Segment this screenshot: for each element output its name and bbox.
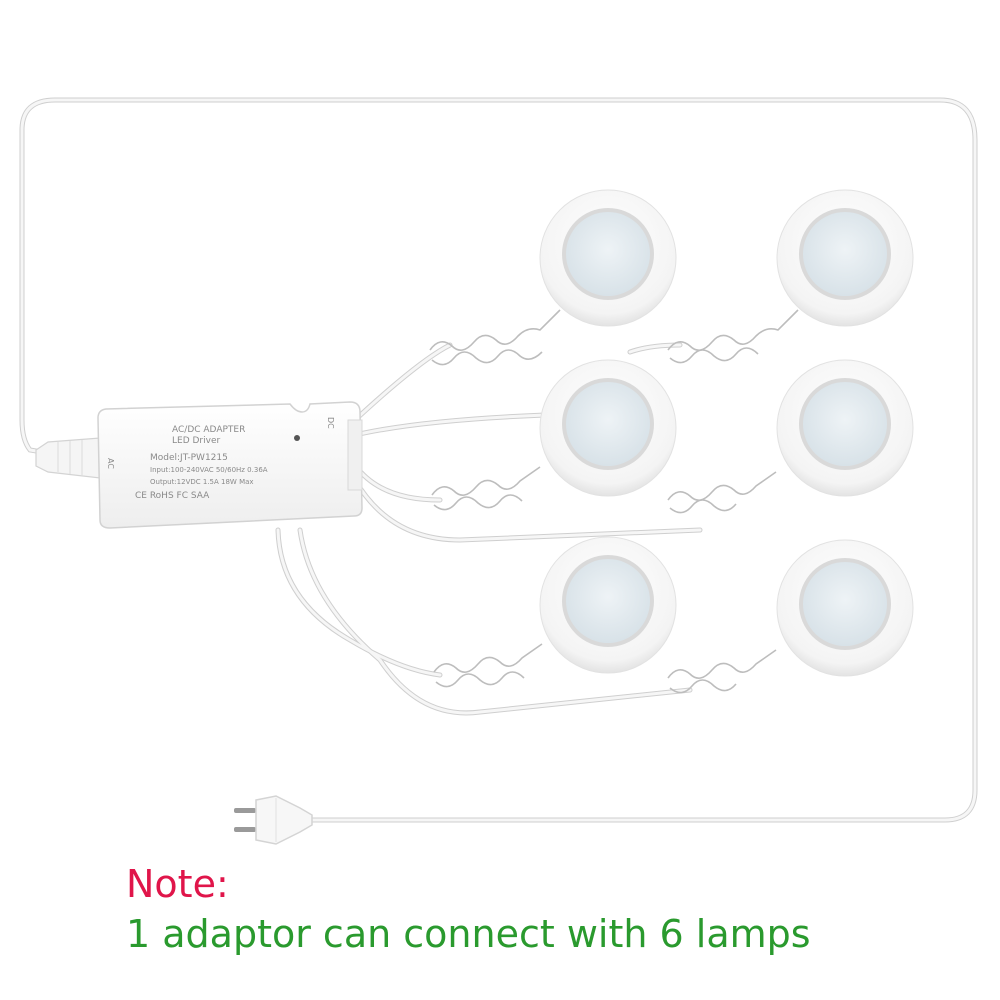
adapter-input: Input:100-240VAC 50/60Hz 0.36A <box>150 466 268 474</box>
adapter-output: Output:12VDC 1.5A 18W Max <box>150 478 254 486</box>
led-driver-adapter: AC/DC ADAPTER LED Driver Model:JT-PW1215… <box>97 401 363 529</box>
wire-coils <box>429 309 799 694</box>
adapter-model: Model:JT-PW1215 <box>150 453 228 463</box>
note-title: Note: <box>126 862 229 906</box>
ac-power-cable <box>19 97 978 823</box>
adapter-side-ac: AC <box>106 458 115 469</box>
note-body: 1 adaptor can connect with 6 lamps <box>126 912 811 956</box>
lamp-2 <box>776 189 914 327</box>
ac-strain-relief <box>35 437 101 479</box>
lamp-1 <box>539 189 677 327</box>
adapter-side-dc: DC <box>326 417 335 429</box>
adapter-label-line2: LED Driver <box>172 436 220 446</box>
lamp-4 <box>776 359 914 497</box>
adapter-label-line1: AC/DC ADAPTER <box>172 425 245 435</box>
adapter-marks: CE RoHS FC SAA <box>135 491 210 501</box>
lamp-5 <box>539 536 677 674</box>
lamp-3 <box>539 359 677 497</box>
eu-plug <box>234 795 313 845</box>
lamp-6 <box>776 539 914 677</box>
